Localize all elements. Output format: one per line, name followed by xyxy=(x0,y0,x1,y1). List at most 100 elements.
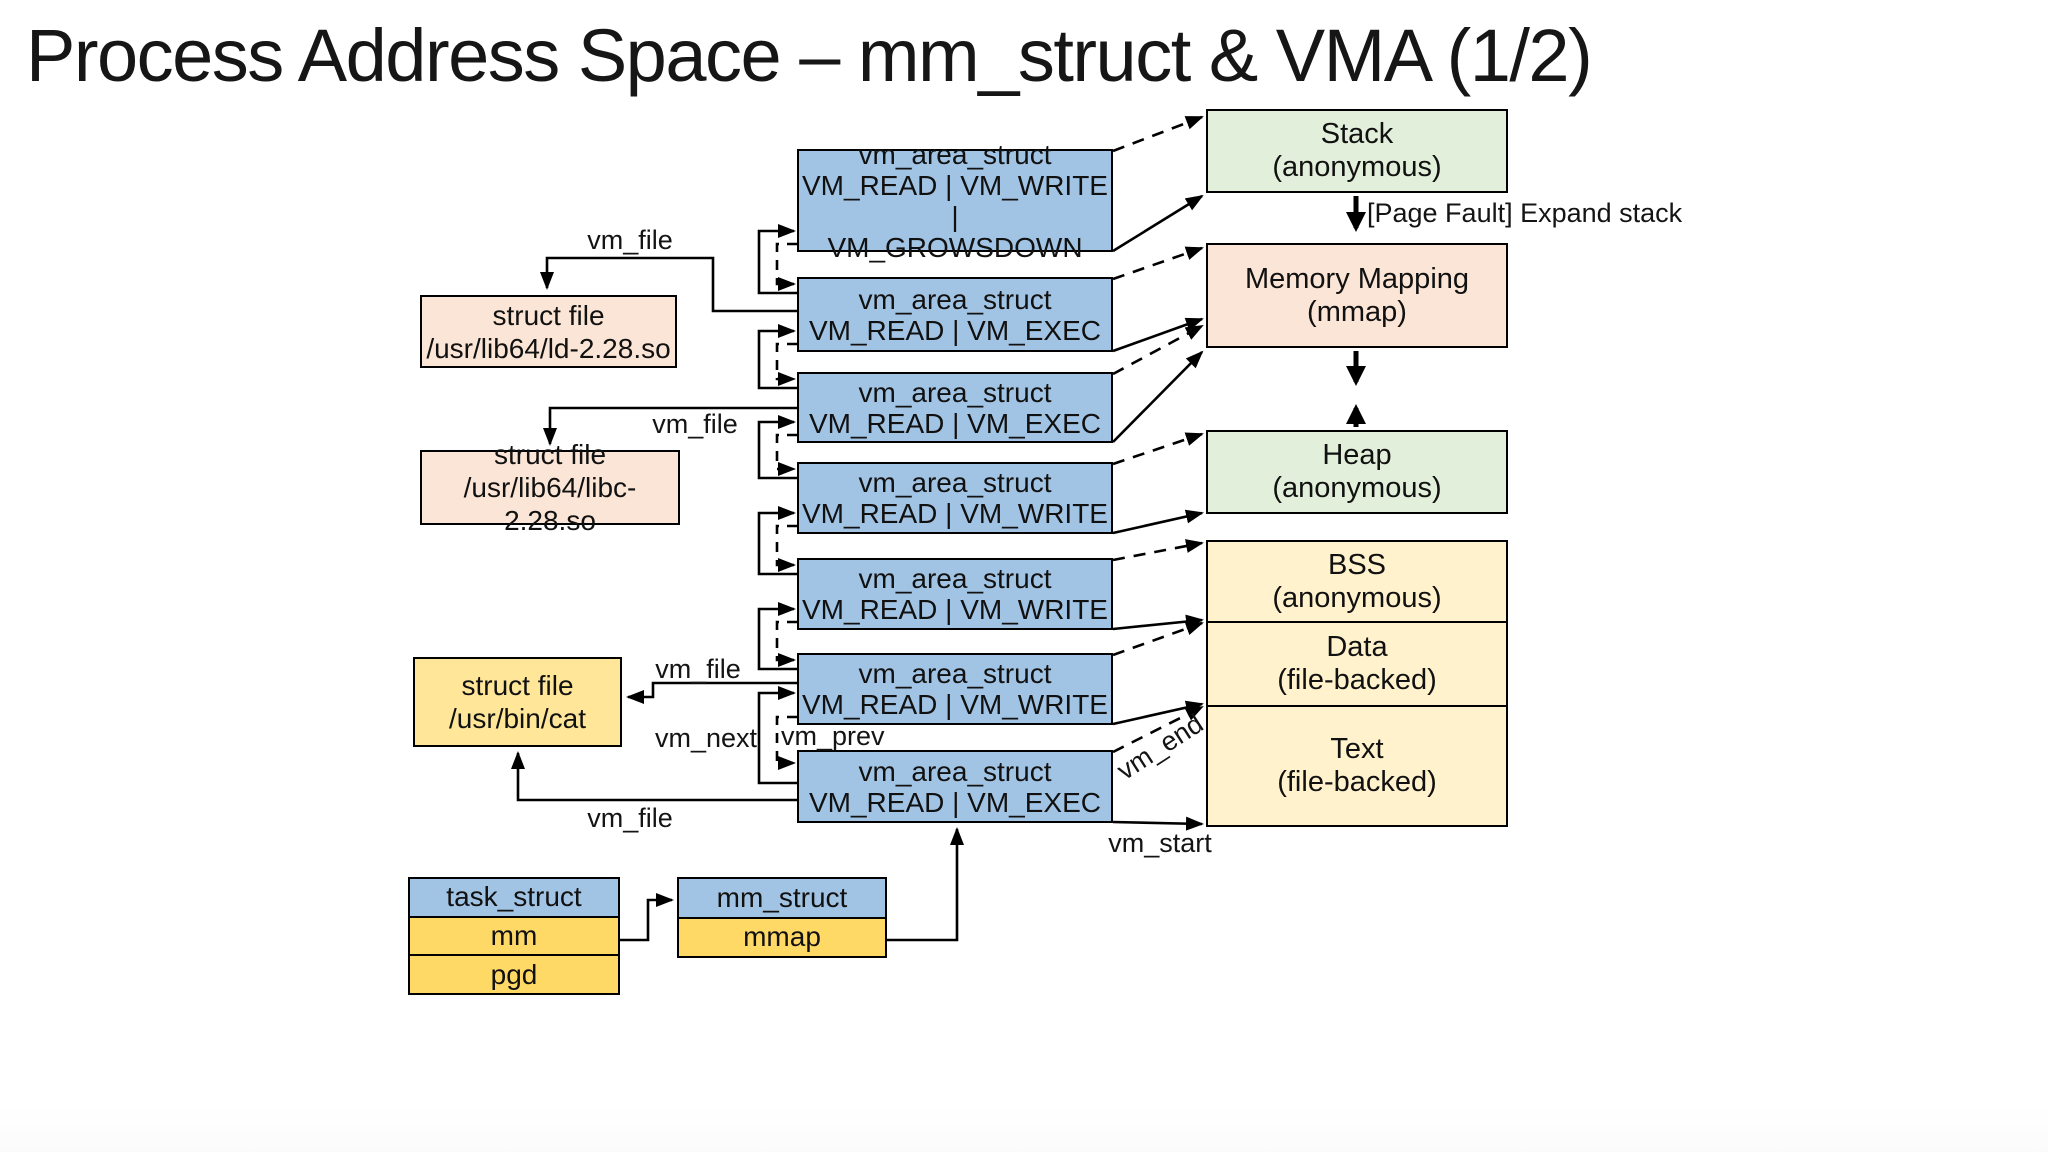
vma-flags: VM_READ | VM_WRITE | xyxy=(802,169,1108,232)
region-name: Text xyxy=(1330,732,1384,765)
vm-start-arrow-mmap-1 xyxy=(1112,317,1204,353)
vm-start-label: vm_start xyxy=(1108,828,1212,858)
vm-start-arrow-bss xyxy=(1112,614,1204,631)
region-memory-mapping: Memory Mapping (mmap) xyxy=(1206,243,1508,348)
region-kind: (file-backed) xyxy=(1277,765,1437,798)
vma-box-text: vm_area_struct VM_READ | VM_EXEC xyxy=(797,750,1113,823)
vm-prev-bracket xyxy=(775,342,797,386)
vma-flags: VM_READ | VM_WRITE xyxy=(802,594,1108,625)
file-struct-title: struct file xyxy=(493,439,607,470)
file-struct-libc: struct file /usr/lib64/libc-2.28.so xyxy=(420,439,680,536)
mm-struct-field-mmap: mmap xyxy=(679,916,885,956)
vma-struct-name: vm_area_struct xyxy=(858,658,1052,689)
vma-struct-name: vm_area_struct xyxy=(858,467,1052,498)
vma-box-bss: vm_area_struct VM_READ | VM_WRITE xyxy=(797,558,1113,630)
vm-prev-label: vm_prev xyxy=(781,721,885,751)
vm-file-arrow-ld xyxy=(540,256,797,313)
mmap-pointer-arrow xyxy=(887,827,964,942)
vm-start-arrow-stack xyxy=(1112,194,1204,253)
vm-prev-list-arrows xyxy=(775,242,797,770)
page-title: Process Address Space – mm_struct & VMA … xyxy=(26,14,1593,97)
vma-flags: VM_READ | VM_WRITE xyxy=(802,689,1108,720)
task-struct-field-pgd: pgd xyxy=(410,954,618,994)
region-name: Data xyxy=(1326,631,1388,663)
vma-struct-name: vm_area_struct xyxy=(858,563,1052,594)
vm-next-bracket xyxy=(757,415,797,480)
vm-start-arrow-mmap-2 xyxy=(1112,350,1204,443)
vm-next-list-arrows xyxy=(757,224,797,785)
mm-pointer-arrow xyxy=(620,893,674,942)
vm-prev-bracket xyxy=(775,242,797,291)
vma-box-ld-text: vm_area_struct VM_READ | VM_EXEC xyxy=(797,277,1113,352)
task-struct-header: task_struct xyxy=(410,879,618,916)
vm-prev-bracket xyxy=(775,715,797,770)
vm-end-arrow-mmap-1 xyxy=(1112,246,1204,281)
vm-file-label-cat-data: vm_file xyxy=(655,654,741,684)
file-struct-title: struct file xyxy=(461,670,574,701)
vm-next-label: vm_next xyxy=(654,723,757,753)
vm-next-bracket xyxy=(757,324,797,390)
region-kind: (anonymous) xyxy=(1272,472,1442,504)
vm-file-arrows xyxy=(511,256,797,802)
vma-flags: VM_READ | VM_WRITE xyxy=(802,498,1108,529)
vm-end-arrow-bss xyxy=(1112,539,1204,562)
vma-struct-name: vm_area_struct xyxy=(858,755,1052,787)
vm-next-bracket xyxy=(757,686,797,785)
vm-end-arrow-mmap-2 xyxy=(1112,324,1204,376)
region-data: Data (file-backed) xyxy=(1208,621,1506,705)
region-name: Stack xyxy=(1320,118,1394,150)
vma-box-libc-text: vm_area_struct VM_READ | VM_EXEC xyxy=(797,372,1113,443)
mm-struct-header: mm_struct xyxy=(679,879,885,917)
region-bss: BSS (anonymous) xyxy=(1208,542,1506,621)
task-struct-box: task_struct mm pgd xyxy=(408,877,620,995)
vm-prev-bracket xyxy=(775,433,797,476)
vm-start-arrow-data xyxy=(1112,700,1204,726)
vma-flags: VM_GROWSDOWN xyxy=(827,231,1083,263)
vm-end-arrow-stack xyxy=(1112,115,1204,153)
vma-struct-name: vm_area_struct xyxy=(858,376,1052,408)
region-text: Text (file-backed) xyxy=(1208,705,1506,824)
vma-box-libc-data: vm_area_struct VM_READ | VM_WRITE xyxy=(797,462,1113,534)
region-name: BSS xyxy=(1327,548,1387,581)
file-struct-title: struct file xyxy=(492,299,605,331)
vm-prev-bracket xyxy=(775,524,797,572)
vm-start-arrows xyxy=(1112,194,1204,831)
vm-file-label-ld: vm_file xyxy=(587,225,673,255)
file-struct-path: /usr/bin/cat xyxy=(449,703,586,734)
vm-file-arrow-cat-data xyxy=(626,681,797,704)
vm-file-arrow-cat-text xyxy=(511,751,797,802)
file-struct-path: /usr/lib64/libc-2.28.so xyxy=(463,472,637,536)
file-struct-ld: struct file /usr/lib64/ld-2.28.so xyxy=(420,295,677,368)
vma-struct-name: vm_area_struct xyxy=(858,283,1052,315)
task-struct-field-mm: mm xyxy=(410,915,618,955)
file-struct-path: /usr/lib64/ld-2.28.so xyxy=(426,332,671,364)
region-name: Heap xyxy=(1322,439,1392,471)
vm-end-arrows xyxy=(1112,115,1204,754)
vm-end-arrow-data xyxy=(1112,621,1204,657)
region-kind: (anonymous) xyxy=(1272,581,1442,614)
region-heap: Heap (anonymous) xyxy=(1206,430,1508,514)
vma-flags: VM_READ | VM_EXEC xyxy=(808,407,1102,439)
vm-end-arrow-heap xyxy=(1112,432,1204,466)
file-struct-cat: struct file /usr/bin/cat xyxy=(413,657,622,747)
vm-end-arrow-text xyxy=(1112,705,1204,754)
vma-box-data: vm_area_struct VM_READ | VM_WRITE xyxy=(797,653,1113,725)
vm-next-bracket xyxy=(757,602,797,671)
page-fault-label: [Page Fault] Expand stack xyxy=(1367,198,1683,228)
vm-start-arrow-heap xyxy=(1112,509,1204,535)
vma-box-stack: vm_area_struct VM_READ | VM_WRITE | VM_G… xyxy=(797,139,1113,263)
vma-struct-name: vm_area_struct xyxy=(858,138,1052,170)
vma-flags: VM_READ | VM_EXEC xyxy=(808,314,1102,346)
region-file-group: BSS (anonymous) Data (file-backed) Text … xyxy=(1206,540,1508,827)
region-name: Memory Mapping xyxy=(1244,262,1470,295)
vm-prev-bracket xyxy=(775,620,797,667)
struct-pointer-arrows xyxy=(620,827,964,942)
vm-file-label-cat-text: vm_file xyxy=(587,803,673,833)
vm-start-arrow-text xyxy=(1112,816,1204,831)
vm-file-arrow-libc xyxy=(543,406,797,446)
vm-next-bracket xyxy=(757,224,797,295)
vm-next-bracket xyxy=(757,506,797,576)
region-kind: (anonymous) xyxy=(1272,151,1442,183)
region-kind: (file-backed) xyxy=(1277,664,1437,696)
